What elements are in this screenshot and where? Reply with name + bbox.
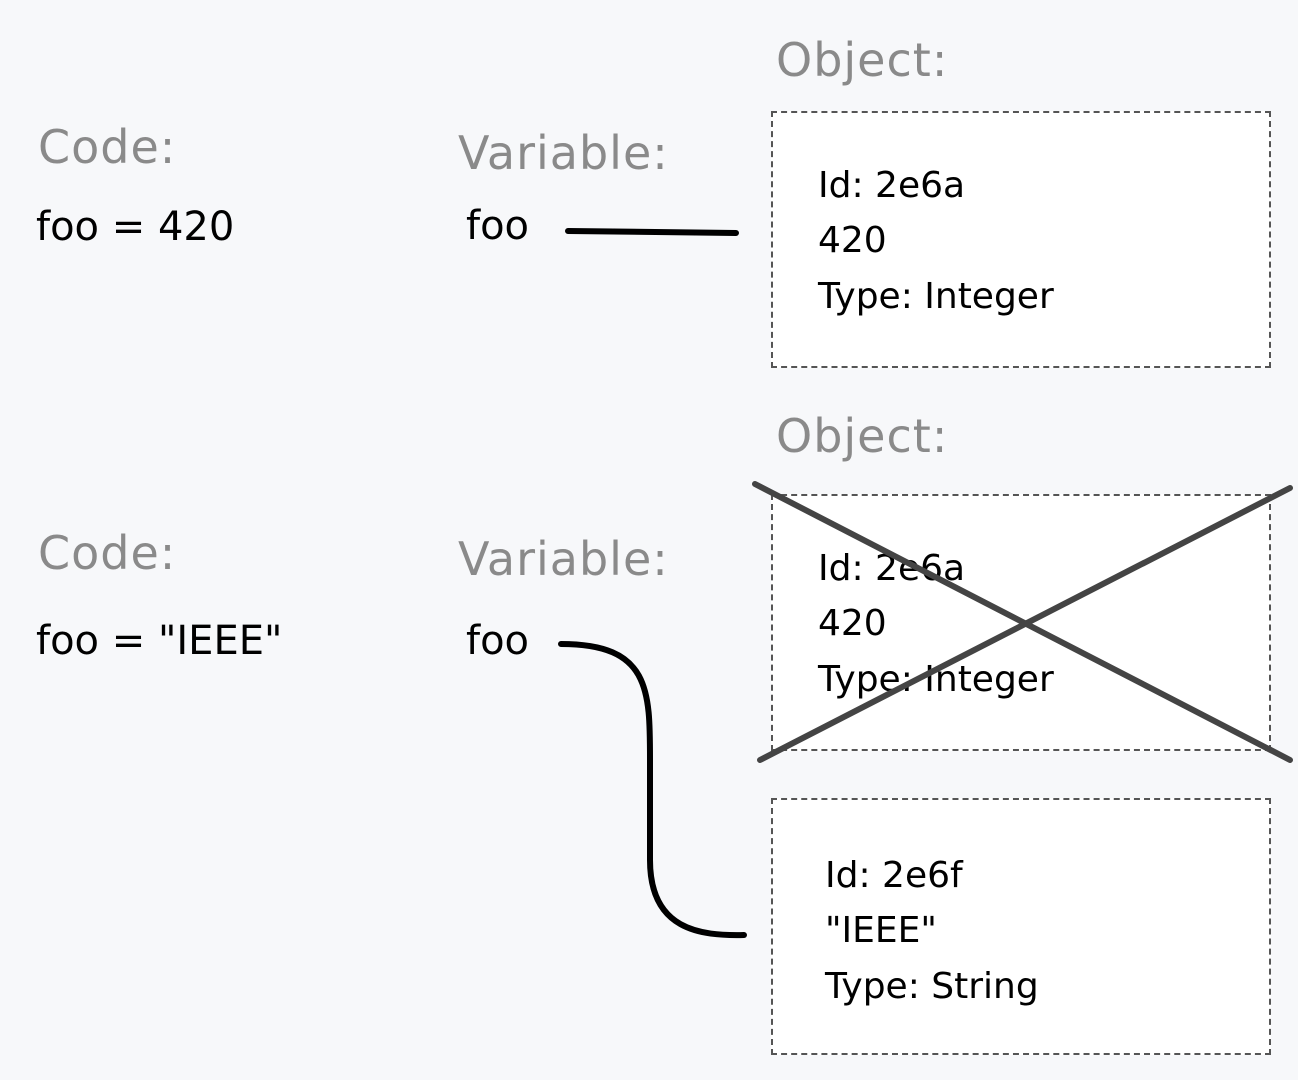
object-id-1: Id: 2e6a: [818, 165, 966, 206]
variable-name-2: foo: [466, 618, 530, 664]
object-box-1: Id: 2e6a 420 Type: Integer: [771, 111, 1271, 368]
object-heading-1: Object:: [776, 33, 949, 87]
code-statement-2: foo = "IEEE": [36, 618, 283, 664]
new-object-box: Id: 2e6f "IEEE" Type: String: [771, 798, 1271, 1055]
cross-line-2: [757, 485, 1293, 763]
variable-heading-2: Variable:: [458, 532, 669, 586]
code-heading-2: Code:: [38, 526, 177, 580]
variable-name-1: foo: [466, 203, 530, 249]
code-heading-1: Code:: [38, 120, 177, 174]
object-heading-2: Object:: [776, 409, 949, 463]
object-value-1: 420: [818, 220, 887, 261]
object-type-1: Type: Integer: [818, 276, 1054, 317]
new-object-value: "IEEE": [825, 910, 937, 951]
code-statement-1: foo = 420: [36, 204, 235, 250]
new-object-id: Id: 2e6f: [825, 855, 963, 896]
reference-line-1: [565, 228, 739, 236]
reference-line-2: [558, 641, 747, 939]
new-object-type: Type: String: [825, 966, 1039, 1007]
variable-heading-1: Variable:: [458, 126, 669, 180]
old-object-value: 420: [818, 603, 887, 644]
